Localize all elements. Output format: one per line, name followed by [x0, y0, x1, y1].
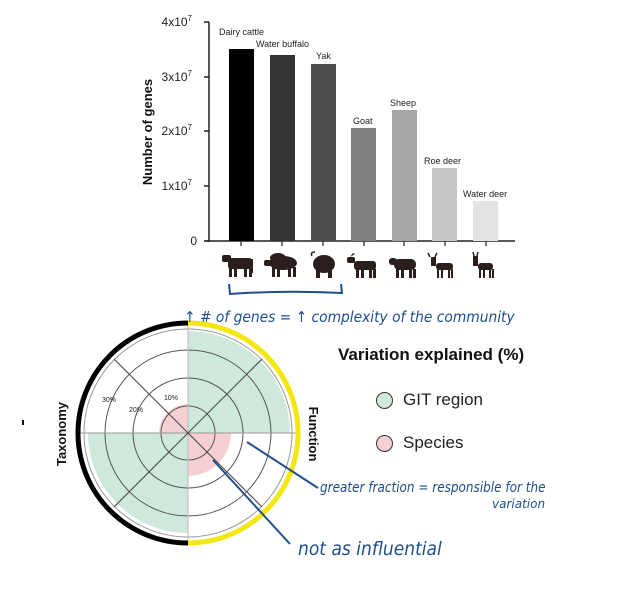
legend-title: Variation explained (%)	[338, 345, 525, 364]
roe-deer-icon	[427, 252, 453, 278]
bar-yak	[311, 64, 336, 241]
ring-labels: 30% 20% 10%	[102, 395, 178, 414]
bar-dairy-cattle	[229, 49, 254, 241]
sheep-icon	[389, 258, 416, 278]
svg-text:Goat: Goat	[353, 116, 373, 126]
annotation-not-influential: not as influential	[298, 538, 442, 560]
annotation-pointer-species	[212, 459, 291, 545]
svg-text:2x107: 2x107	[162, 123, 193, 138]
svg-text:4x107: 4x107	[162, 14, 193, 29]
annotation-pointer-git	[246, 441, 319, 489]
annotation-variation: variation	[492, 497, 546, 511]
legend-label-git-region: GIT region	[403, 390, 484, 409]
svg-text:1x107: 1x107	[162, 178, 193, 193]
svg-text:Water buffalo: Water buffalo	[256, 39, 309, 49]
git-region-swatch	[376, 391, 393, 409]
function-arc	[187, 320, 301, 546]
annotation-gene-complexity: ↑ # of genes = ↑ complexity of the commu…	[184, 308, 515, 326]
bar-roe-deer	[432, 168, 457, 241]
svg-text:Dairy cattle: Dairy cattle	[219, 27, 264, 37]
yak-icon	[310, 251, 335, 278]
annotation-greater-fraction: greater fraction = responsible for the	[320, 480, 546, 496]
stray-mark	[22, 420, 24, 425]
bar-water-deer	[473, 201, 498, 241]
species-swatch	[376, 434, 393, 452]
water-deer-icon	[472, 251, 494, 278]
legend-item-species: Species	[376, 433, 463, 453]
taxonomy-arc	[75, 320, 189, 546]
svg-text:30%: 30%	[102, 397, 116, 404]
legend-label-species: Species	[403, 433, 464, 452]
buffalo-icon	[264, 253, 297, 277]
svg-text:Water deer: Water deer	[463, 189, 507, 199]
bar-goat	[351, 128, 376, 241]
bracket-annotation	[228, 283, 344, 296]
svg-text:10%: 10%	[164, 395, 178, 402]
svg-text:Yak: Yak	[316, 51, 331, 61]
bar-water-buffalo	[270, 55, 295, 241]
svg-text:Sheep: Sheep	[390, 98, 416, 108]
cattle-icon	[222, 255, 253, 277]
goat-icon	[347, 253, 376, 278]
y-axis-label: Number of genes	[140, 79, 155, 185]
bar-labels: Dairy cattle Water buffalo Yak Goat Shee…	[219, 27, 507, 199]
y-tick-labels: 4x107 3x107 2x107 1x107 0	[162, 14, 198, 248]
legend-item-git-region: GIT region	[376, 390, 483, 410]
svg-text:0: 0	[190, 234, 197, 248]
svg-text:20%: 20%	[129, 407, 143, 414]
function-label: Function	[306, 407, 321, 462]
svg-text:Roe deer: Roe deer	[424, 156, 461, 166]
bar-sheep	[392, 110, 417, 241]
svg-text:3x107: 3x107	[162, 69, 193, 84]
polar-chart: 30% 20% 10% Taxonomy Function	[22, 320, 321, 546]
taxonomy-label: Taxonomy	[54, 401, 69, 466]
bar-chart: Number of genes 4x107 3x107 2x107 1x107 …	[140, 14, 515, 296]
